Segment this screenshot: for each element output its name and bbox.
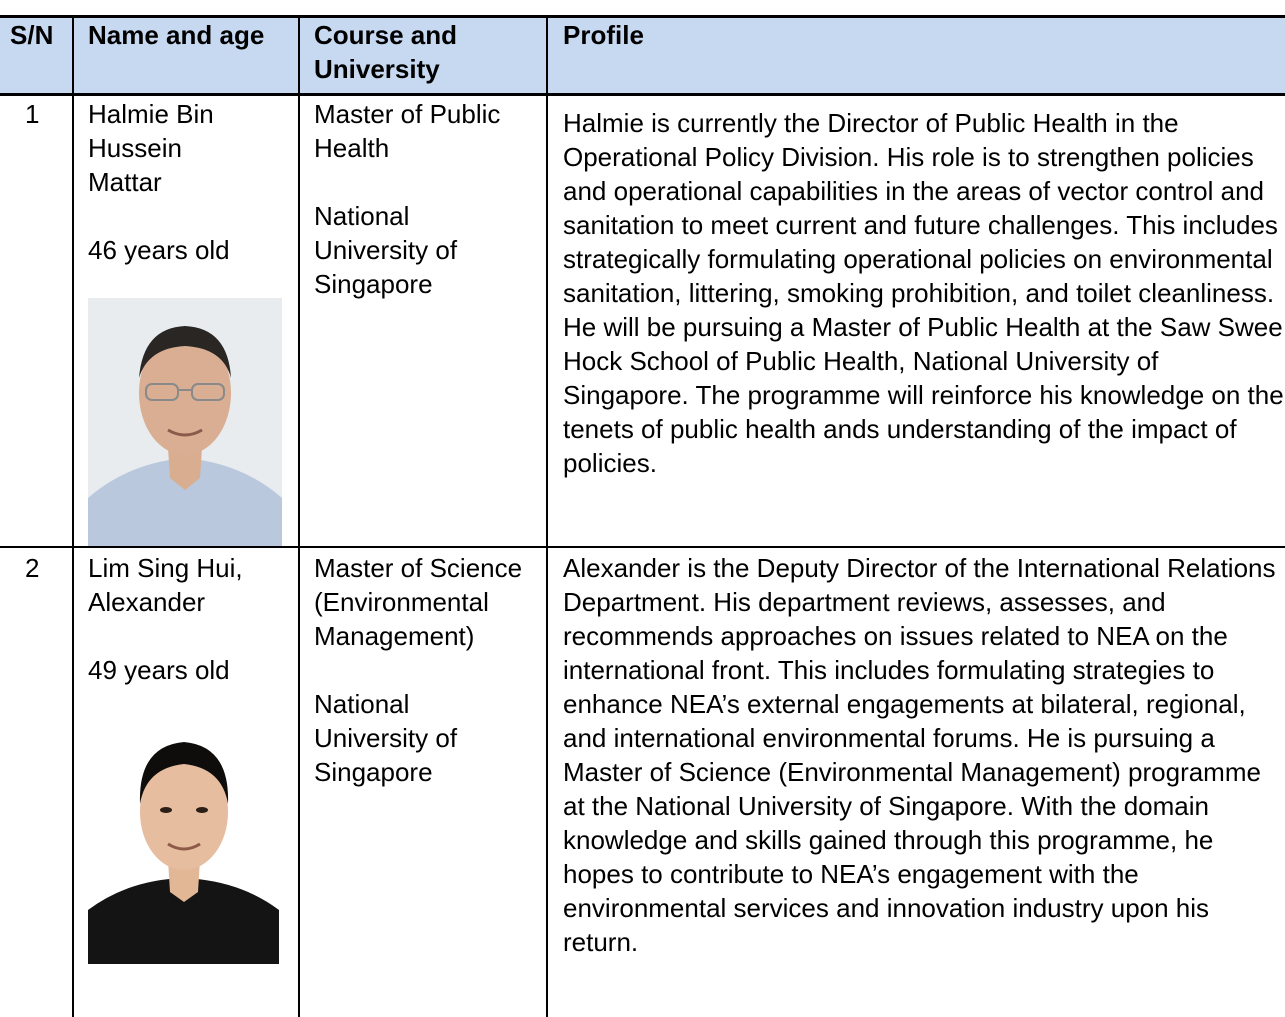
row-2-name: Lim Sing Hui, Alexander — [88, 553, 243, 617]
col-border-1 — [72, 15, 74, 1017]
row-1-university: National University of Singapore — [314, 201, 458, 299]
row-1-sn: 1 — [25, 99, 40, 129]
header-course-university: Course and University — [314, 20, 458, 84]
row-2-course-university: Master of Science (Environmental Managem… — [314, 551, 534, 789]
header-row-background — [0, 16, 1285, 94]
row-1-bottom-border — [0, 546, 1285, 548]
row-1-age: 46 years old — [88, 235, 230, 265]
row-1-course-university: Master of Public Health National Univers… — [314, 97, 534, 301]
col-border-2 — [298, 15, 300, 1017]
row-2-sn: 2 — [25, 553, 40, 583]
row-2-photo — [88, 720, 279, 964]
header-sn: S/N — [10, 20, 54, 50]
row-2-age: 49 years old — [88, 655, 230, 685]
row-1-name-age: Halmie Bin Hussein Mattar 46 years old — [88, 97, 278, 267]
header-bottom-border — [0, 93, 1285, 96]
row-2-profile: Alexander is the Deputy Director of the … — [563, 553, 1276, 957]
row-2-university: National University of Singapore — [314, 689, 458, 787]
row-1-course: Master of Public Health — [314, 99, 501, 163]
row-1-photo — [88, 298, 282, 546]
header-name-age: Name and age — [88, 20, 265, 50]
col-border-3 — [546, 15, 548, 1017]
row-1-name: Halmie Bin Hussein Mattar — [88, 99, 214, 197]
row-1-profile: Halmie is currently the Director of Publ… — [563, 108, 1284, 478]
row-2-name-age: Lim Sing Hui, Alexander 49 years old — [88, 551, 278, 687]
header-profile: Profile — [563, 20, 644, 50]
row-2-course: Master of Science (Environmental Managem… — [314, 553, 523, 651]
table-top-border — [0, 15, 1285, 18]
